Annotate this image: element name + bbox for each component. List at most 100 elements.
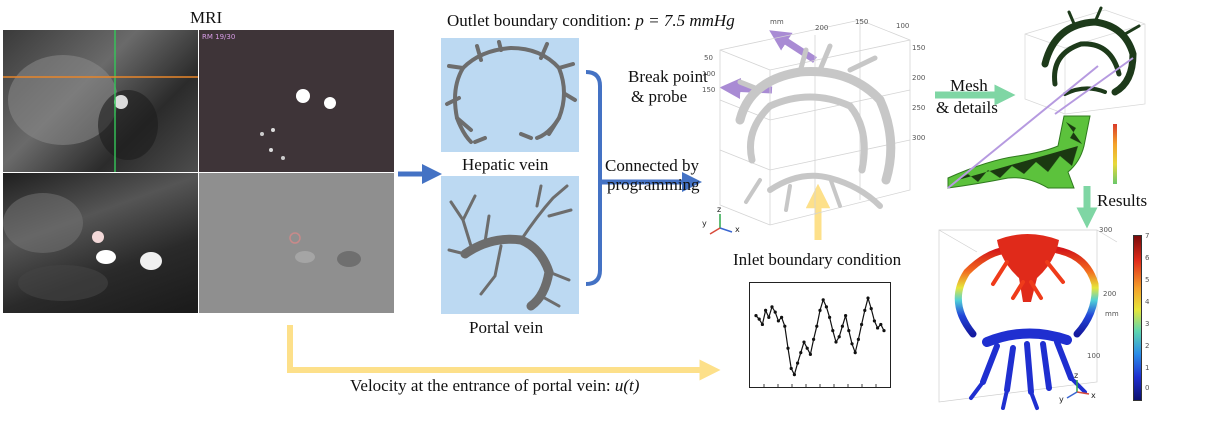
mri-title: MRI xyxy=(190,8,223,27)
waveform-point xyxy=(808,352,812,356)
waveform-point xyxy=(834,340,838,344)
waveform-point xyxy=(773,310,777,314)
axis-tick-right-2: 200 xyxy=(912,74,925,82)
outlet-formula: p = 7.5 mmHg xyxy=(635,11,735,30)
waveform-point xyxy=(792,373,796,377)
waveform-point xyxy=(872,319,876,323)
results-triad-z: z xyxy=(1074,371,1078,380)
results-model: 300 200 mm 100 z y x xyxy=(927,222,1127,418)
results-tick-300: 300 xyxy=(1099,226,1112,234)
waveform-point xyxy=(776,319,780,323)
waveform-point xyxy=(815,324,819,328)
mri-image-top-right: RM 19/30 xyxy=(199,30,394,172)
waveform-point xyxy=(760,322,764,327)
results-triad-x: x xyxy=(1091,391,1096,400)
break-point-label-1: Break point xyxy=(628,67,708,86)
velocity-arrow xyxy=(287,325,721,381)
connection-bracket xyxy=(585,70,602,286)
waveform-svg xyxy=(754,295,886,387)
triad-y: y xyxy=(702,219,707,228)
axis-tick-top-1: 200 xyxy=(815,24,828,32)
mesh-detail xyxy=(947,65,1108,189)
mri-image-bottom-right xyxy=(199,173,394,313)
mesh-label-1: Mesh xyxy=(950,76,988,95)
waveform-point xyxy=(754,314,758,318)
waveform-point xyxy=(853,351,857,355)
combined-vessel-model: mm 200 150 100 50 100 150 150 200 250 30… xyxy=(700,10,928,238)
cb-tick-4: 4 xyxy=(1145,298,1150,306)
outlet-label: Outlet boundary condition: p = 7.5 mmHg xyxy=(447,11,735,31)
portal-vein-label: Portal vein xyxy=(469,318,544,337)
waveform-point xyxy=(783,324,787,328)
waveform-point xyxy=(840,324,844,328)
axis-tick-right-3: 250 xyxy=(912,104,925,112)
results-unit: mm xyxy=(1105,310,1119,318)
axis-tick-right-4: 300 xyxy=(912,134,925,142)
hepatic-vein-model xyxy=(441,38,579,152)
inlet-label: Inlet boundary condition xyxy=(733,250,902,269)
results-tick-100: 100 xyxy=(1087,352,1100,360)
axis-tick-left-2: 100 xyxy=(702,70,715,78)
break-point-label-2: & probe xyxy=(631,87,688,106)
waveform-point xyxy=(818,308,822,312)
waveform-point xyxy=(866,296,870,300)
waveform-point xyxy=(802,340,806,344)
connected-label-2: programming xyxy=(607,175,700,194)
results-tick-200: 200 xyxy=(1103,290,1116,298)
axis-triad-icon xyxy=(709,214,733,235)
mri-image-bottom-left xyxy=(3,173,198,313)
waveform-point xyxy=(837,335,841,339)
waveform-point xyxy=(828,315,832,319)
results-label: Results xyxy=(1097,191,1148,210)
hepatic-vein-label: Hepatic vein xyxy=(462,155,549,174)
waveform-point xyxy=(786,346,790,350)
cb-tick-6: 6 xyxy=(1145,254,1150,262)
axis-tick-top-2: 150 xyxy=(855,18,868,26)
waveform-point xyxy=(831,329,835,333)
velocity-text: Velocity at the entrance of portal vein: xyxy=(350,376,615,395)
waveform-point xyxy=(863,308,867,312)
axis-tick-left-3: 150 xyxy=(702,86,715,94)
mesh-model xyxy=(1015,4,1150,116)
axis-tick-top-3: 100 xyxy=(896,22,909,30)
waveform-point xyxy=(856,337,860,341)
mesh-label-2: & details xyxy=(936,98,998,117)
waveform-point xyxy=(821,298,825,302)
outlet-arrow xyxy=(769,30,817,63)
waveform-point xyxy=(812,337,816,341)
results-triad-y: y xyxy=(1059,395,1064,404)
results-triad-icon xyxy=(1066,380,1090,399)
results-colorbar xyxy=(1133,235,1142,401)
outlet-text: Outlet boundary condition: xyxy=(447,11,636,30)
cb-tick-1: 1 xyxy=(1145,364,1150,372)
waveform-point xyxy=(869,307,873,311)
waveform-point xyxy=(876,326,880,330)
waveform-point xyxy=(882,329,886,333)
cb-tick-3: 3 xyxy=(1145,320,1150,328)
mesh-colorbar xyxy=(1113,124,1117,184)
velocity-formula: u(t) xyxy=(614,376,640,395)
waveform-point xyxy=(847,329,851,333)
frame-tag: RM 19/30 xyxy=(202,33,236,41)
waveform-point xyxy=(799,351,803,355)
portal-vein-model xyxy=(441,176,579,314)
triad-x: x xyxy=(735,225,740,234)
axis-unit-top: mm xyxy=(770,18,784,26)
cb-tick-2: 2 xyxy=(1145,342,1150,350)
colorbar-ticks: 7 6 5 4 3 2 1 0 xyxy=(1145,232,1165,402)
waveform-point xyxy=(757,317,761,321)
cb-tick-5: 5 xyxy=(1145,276,1150,284)
waveform-point xyxy=(764,308,768,312)
inlet-waveform-plot xyxy=(749,282,891,388)
triad-z: z xyxy=(717,205,721,214)
waveform-point xyxy=(796,361,800,365)
waveform-point xyxy=(780,315,784,319)
waveform-point xyxy=(879,322,883,327)
waveform-point xyxy=(805,346,809,350)
axis-tick-right-1: 150 xyxy=(912,44,925,52)
waveform-point xyxy=(860,322,864,327)
waveform-point xyxy=(789,366,793,371)
waveform-point xyxy=(770,305,774,309)
waveform-point xyxy=(767,315,771,319)
waveform-point xyxy=(824,305,828,309)
